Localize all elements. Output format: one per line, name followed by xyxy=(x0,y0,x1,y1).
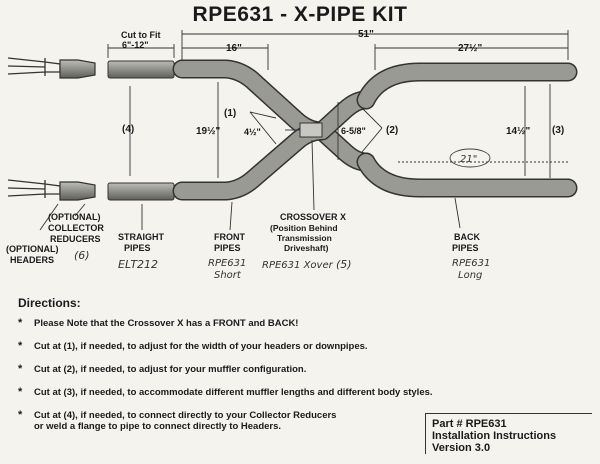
svg-text:CROSSOVER X: CROSSOVER X xyxy=(280,212,346,222)
straight-part-note: ELT212 xyxy=(118,258,158,271)
crossover-qty-note: (5) xyxy=(336,258,352,271)
svg-text:PIPES: PIPES xyxy=(214,243,241,253)
svg-text:HEADERS: HEADERS xyxy=(10,255,54,265)
svg-text:(OPTIONAL): (OPTIONAL) xyxy=(6,244,59,254)
crossover-x-drawing xyxy=(172,59,578,201)
x-pipe-diagram: Cut to Fit 6"-12" 51" 16" 27½" 19½" 4½" … xyxy=(6,29,578,281)
straight-pipes-drawing xyxy=(107,60,175,201)
x-offset-label: 6-5/8" xyxy=(341,126,366,136)
direction-item: Cut at (1), if needed, to adjust for the… xyxy=(18,341,578,352)
overall-length-label: 51" xyxy=(358,29,374,40)
svg-text:BACK: BACK xyxy=(454,232,480,242)
back-spacing-label: 14½" xyxy=(506,126,530,137)
svg-text:PIPES: PIPES xyxy=(452,243,479,253)
spacing-label: 19½" xyxy=(196,126,220,137)
callout-3: (3) xyxy=(552,125,564,136)
x-small-label: 4½" xyxy=(244,127,261,137)
svg-text:Driveshaft): Driveshaft) xyxy=(284,243,329,253)
svg-text:REDUCERS: REDUCERS xyxy=(50,234,101,244)
directions-section: Directions: Please Note that the Crossov… xyxy=(18,296,578,444)
svg-text:PIPES: PIPES xyxy=(124,243,151,253)
cut-to-fit-label: Cut to Fit xyxy=(121,30,161,40)
cut-range-label: 6"-12" xyxy=(122,40,149,50)
direction-item: Please Note that the Crossover X has a F… xyxy=(18,318,578,329)
reducers-qty-note: (6) xyxy=(74,249,90,262)
crossover-label: CROSSOVER X (Position Behind Transmissio… xyxy=(270,212,346,253)
callout-1: (1) xyxy=(224,108,236,119)
directions-heading: Directions: xyxy=(18,296,81,310)
svg-text:COLLECTOR: COLLECTOR xyxy=(48,223,104,233)
front-length-label: 16" xyxy=(226,43,242,54)
back-part-note-2: Long xyxy=(458,270,482,281)
part-doc-type: Installation Instructions xyxy=(432,430,557,442)
back-pipes-label: BACK PIPES xyxy=(452,232,480,253)
front-pipes-label: FRONT PIPES xyxy=(214,232,245,253)
front-part-note-2: Short xyxy=(214,270,242,281)
page-title: RPE631 - X-PIPE KIT xyxy=(192,3,408,26)
back-part-note-1: RPE631 xyxy=(452,258,490,269)
collector-reducers-label: (OPTIONAL) COLLECTOR REDUCERS xyxy=(48,212,104,244)
part-version: Version 3.0 xyxy=(432,442,491,454)
part-info-box: Part # RPE631 Installation Instructions … xyxy=(425,413,592,454)
straight-pipes-label: STRAIGHT PIPES xyxy=(118,232,165,253)
back-length-label: 27½" xyxy=(458,43,482,54)
direction-item: Cut at (4), if needed, to connect direct… xyxy=(18,410,578,432)
svg-text:FRONT: FRONT xyxy=(214,232,245,242)
front-part-note-1: RPE631 xyxy=(208,258,246,269)
dimension-lines xyxy=(39,30,569,231)
back-note: 21" xyxy=(460,154,477,165)
callout-2: (2) xyxy=(386,125,398,136)
svg-text:Transmission: Transmission xyxy=(277,233,332,243)
optional-headers-label: (OPTIONAL) HEADERS xyxy=(6,244,59,265)
svg-text:STRAIGHT: STRAIGHT xyxy=(118,232,165,242)
direction-item: Cut at (2), if needed, to adjust for you… xyxy=(18,364,578,375)
direction-item: Cut at (3), if needed, to accommodate di… xyxy=(18,387,578,398)
directions-list: Please Note that the Crossover X has a F… xyxy=(18,318,578,432)
collector-reducer-drawing xyxy=(59,59,96,201)
optional-headers-drawing xyxy=(7,57,61,198)
back-note-circle xyxy=(449,148,491,168)
crossover-part-note: RPE631 Xover xyxy=(262,260,334,271)
callout-4: (4) xyxy=(122,124,134,135)
svg-text:(OPTIONAL): (OPTIONAL) xyxy=(48,212,101,222)
part-number: Part # RPE631 xyxy=(432,418,507,430)
svg-text:(Position Behind: (Position Behind xyxy=(270,223,338,233)
